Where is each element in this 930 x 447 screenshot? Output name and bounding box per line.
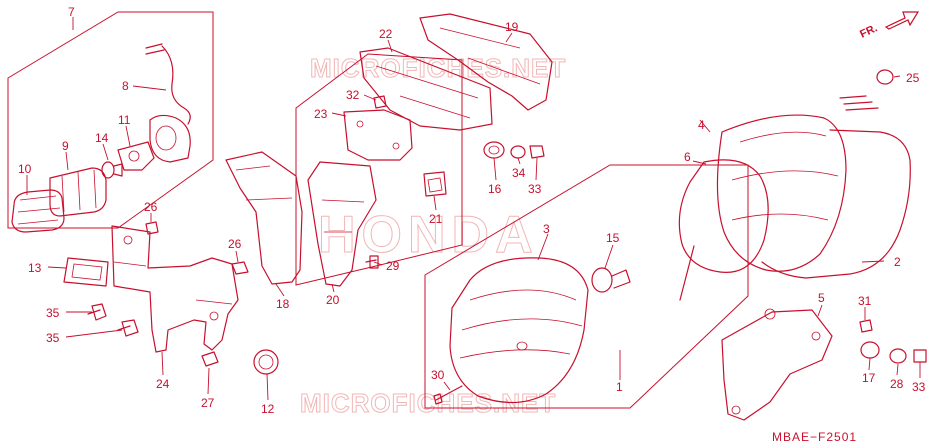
front-direction-label: FR. [858,22,879,40]
callout-12: 12 [261,402,275,416]
callout-31: 31 [858,294,872,308]
assembly-frame-1 [424,164,749,409]
callout-1: 1 [616,380,623,394]
callout-26b: 26 [228,237,242,251]
callout-35a: 35 [46,306,60,320]
callout-10: 10 [18,162,32,176]
part-32-nut [373,95,387,109]
callout-2: 2 [894,255,901,269]
callout-21: 21 [429,212,443,226]
part-3-taillight-lens [449,257,589,404]
part-21-grommet [423,171,447,197]
part-20-rear-fender [307,161,377,287]
callout-6: 6 [684,150,691,164]
part-10-license-lens [11,189,65,233]
part-19-cover [419,13,553,111]
part-17-grommet [860,341,880,359]
callout-3: 3 [543,222,550,236]
drawing-code: MBAE−F2501 [772,430,857,444]
part-22-stay [359,47,493,131]
callout-34: 34 [512,166,526,180]
callout-27: 27 [201,396,215,410]
callout-18: 18 [276,297,290,311]
callout-30: 30 [431,368,445,382]
part-2-wire-harness [761,95,911,279]
part-33b-nut [913,349,927,363]
callout-13: 13 [28,261,42,275]
part-26a-screw [145,221,159,235]
part-15-bulb [591,267,631,293]
front-arrow-icon [884,11,920,30]
callout-23: 23 [314,107,328,121]
callout-14: 14 [95,131,109,145]
callout-5: 5 [818,291,825,305]
part-5-bracket [721,308,833,421]
part-12-round-reflector [253,349,279,375]
part-25-grommet [876,69,894,85]
callout-33a: 33 [528,182,542,196]
callout-20: 20 [326,293,340,307]
part-8-harness [145,43,191,163]
callout-17: 17 [862,371,876,385]
part-16-collar [483,141,505,159]
callout-11: 11 [118,113,131,127]
part-9-license-housing [49,167,107,217]
part-29-bolt [365,255,379,269]
part-13-reflector [63,257,109,287]
part-6-gasket [678,159,769,301]
part-4-housing [716,114,847,272]
part-31-screw [859,319,873,333]
part-14-bulb [101,161,123,179]
front-direction-arrow: FR. [858,11,920,41]
watermark-bottom: MICROFICHES.NET [300,388,556,418]
part-28-collar [889,348,907,364]
part-27-nut [201,351,219,367]
assembly-frame-19 [295,53,463,286]
assembly-frame-7 [7,11,214,229]
callout-26a: 26 [144,200,158,214]
part-30-screw [433,385,463,405]
part-26b-nut [231,261,249,275]
callout-33b: 33 [912,380,926,394]
callout-8: 8 [122,79,129,93]
part-23-bracket [343,109,413,161]
part-33a-nut [529,145,545,159]
callout-35b: 35 [46,331,60,345]
callout-15: 15 [606,231,620,245]
callout-16: 16 [488,182,502,196]
callout-22: 22 [379,27,393,41]
callout-24: 24 [156,377,170,391]
part-24-bracket [111,225,239,353]
callout-32: 32 [346,88,360,102]
watermark-brand: HONDA [318,206,539,264]
callout-9: 9 [62,139,69,153]
callout-29: 29 [386,259,400,273]
callout-19: 19 [505,20,519,34]
callout-7: 7 [68,5,75,19]
part-18-mudguard [225,151,303,285]
callout-28: 28 [890,377,904,391]
part-11-socket [117,141,155,171]
part-35b-bolt [117,319,139,337]
part-35a-bolt [87,303,107,321]
leader-lines [26,17,921,401]
callout-4: 4 [698,118,705,132]
callout-25: 25 [906,71,920,85]
part-34-washer [510,145,526,159]
